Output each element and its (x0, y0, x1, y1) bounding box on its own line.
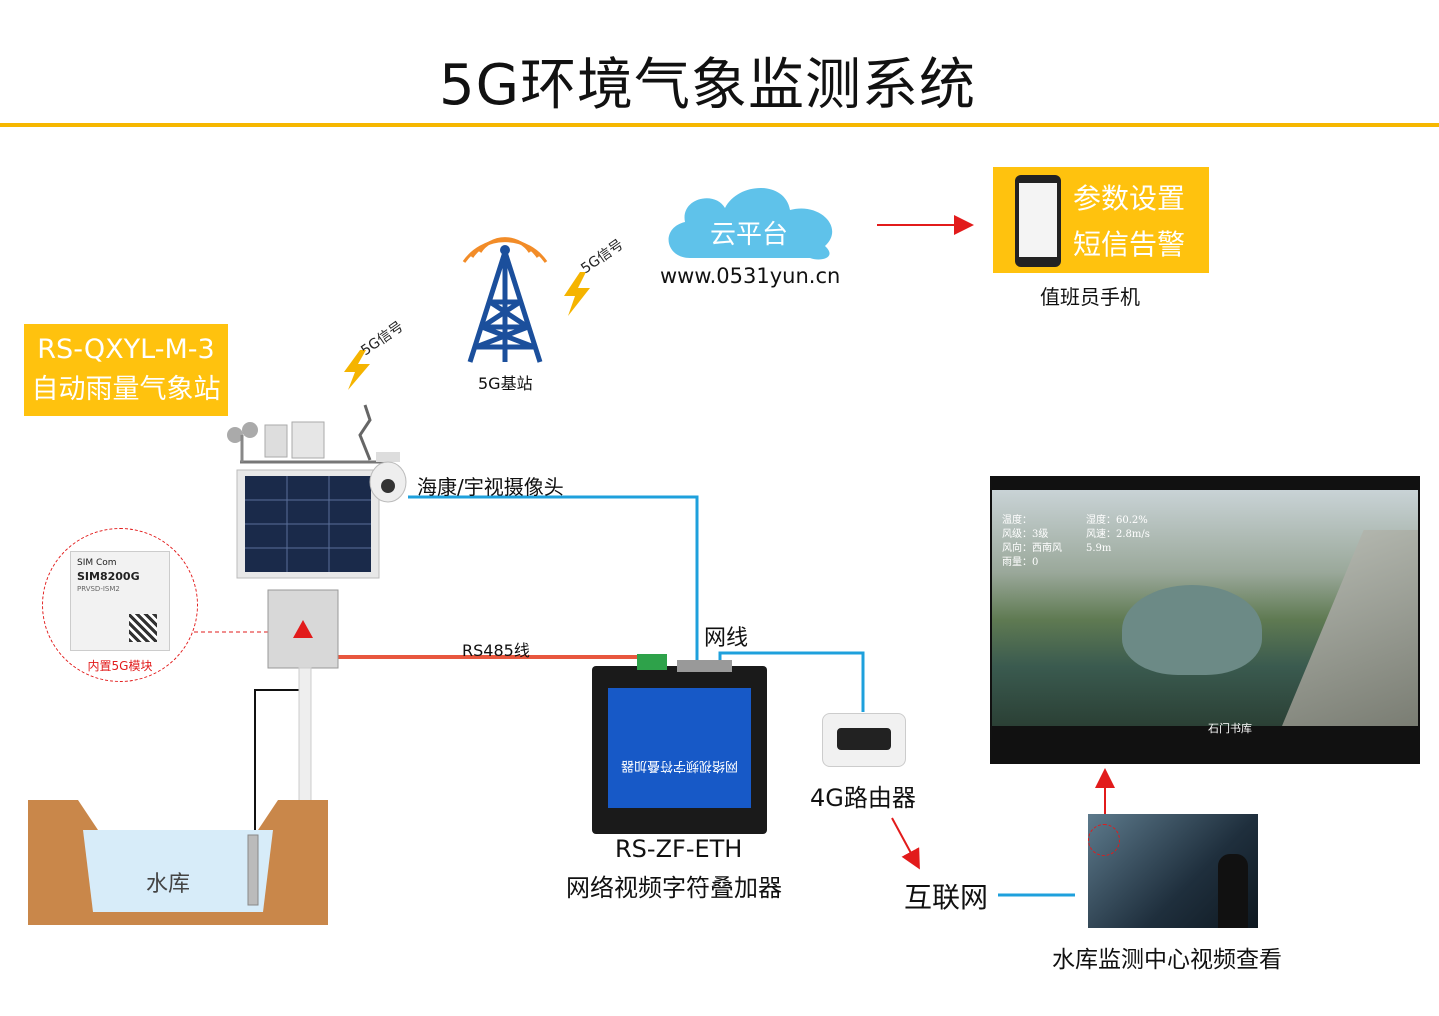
signal-2: 5G信号 (560, 237, 627, 320)
module-model: SIM8200G (77, 570, 140, 583)
ethernet-ports (677, 660, 732, 672)
phone-line2: 短信告警 (1073, 228, 1186, 261)
highlight-circle (1088, 824, 1120, 856)
network-cable-label: 网线 (704, 626, 749, 651)
reservoir-label: 水库 (146, 872, 191, 897)
reservoir-water (1122, 585, 1262, 675)
phone-line1: 参数设置 (1073, 182, 1186, 215)
router-internet-arrow (891, 817, 920, 870)
station-name: 自动雨量气象站 (31, 374, 221, 405)
module-caption: 内置5G模块 (87, 659, 153, 673)
title-divider (0, 123, 1439, 127)
cloud-url[interactable]: www.0531yun.cn (660, 264, 841, 288)
phone-icon (1015, 175, 1061, 267)
station-label-box: RS-QXYL-M-3 自动雨量气象站 (24, 324, 228, 416)
operator-silhouette (1218, 854, 1248, 928)
device-name: 网络视频字符叠加器 (566, 874, 782, 902)
reservoir-illustration (28, 800, 328, 925)
overlay-device: 网络视频字符叠加器 (592, 654, 767, 834)
center-label: 水库监测中心视频查看 (1052, 947, 1282, 973)
base-station-label: 5G基站 (478, 374, 533, 393)
router-label: 4G路由器 (810, 784, 916, 812)
phone-caption: 值班员手机 (1040, 285, 1140, 309)
camera-icon (369, 452, 407, 503)
phone-screen (1019, 183, 1057, 257)
terminal-block (637, 654, 667, 670)
qr-icon (129, 614, 157, 642)
router-cable (718, 651, 865, 712)
cloud-icon (668, 188, 833, 260)
camera-label: 海康/宇视摄像头 (417, 475, 564, 499)
sensor-cable (254, 689, 300, 830)
dam-slope (1282, 530, 1418, 726)
device-panel: 网络视频字符叠加器 (608, 688, 751, 808)
video-watermark: 石门书库 (1208, 722, 1252, 735)
module-chip: SIM Com SIM8200G PRVSD-ISM2 (70, 551, 170, 651)
signal-1: 5G信号 (340, 319, 407, 394)
module-brand: SIM Com (77, 558, 117, 568)
rs485-label: RS485线 (462, 641, 530, 660)
router-icon (822, 713, 906, 767)
internet-label: 互联网 (904, 881, 989, 914)
page-title: 5G环境气象监测系统 (438, 53, 977, 118)
lightning-icon (344, 350, 370, 390)
phone-box: 参数设置 短信告警 (993, 167, 1209, 273)
device-screen-text: 网络视频字符叠加器 (621, 758, 739, 773)
device-model: RS-ZF-ETH (615, 835, 743, 863)
module-sub: PRVSD-ISM2 (77, 585, 120, 593)
station-model: RS-QXYL-M-3 (37, 334, 215, 365)
camera-cable (408, 495, 699, 665)
cloud-label: 云平台 (710, 220, 789, 250)
module-callout: SIM Com SIM8200G PRVSD-ISM2 内置5G模块 (42, 528, 198, 682)
lightning-icon (564, 272, 590, 316)
video-scene (992, 490, 1418, 726)
monitoring-center-photo (1088, 814, 1258, 928)
tower-icon (462, 237, 548, 363)
weather-station-illustration (227, 404, 390, 809)
